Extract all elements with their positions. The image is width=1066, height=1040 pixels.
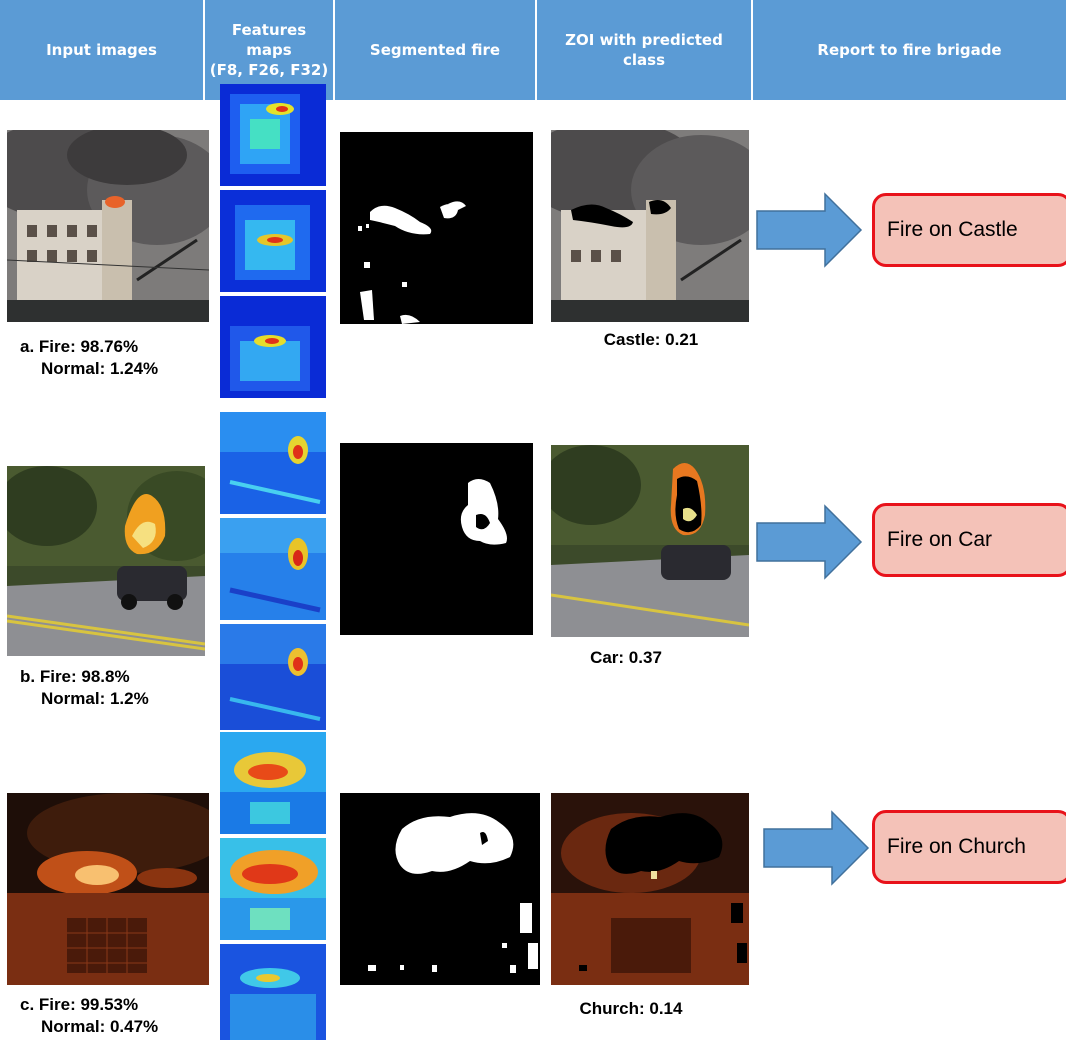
table-header: Input images Features maps (F8, F26, F32… (0, 0, 1066, 100)
feature-map-f26 (220, 518, 326, 620)
arrow-right-icon (756, 192, 863, 268)
input-image-church (7, 793, 209, 985)
segmented-fire-mask (340, 443, 533, 635)
feature-map-f32 (220, 944, 326, 1040)
report-text: Fire on Castle (887, 218, 1018, 241)
header-report-to-fire-brigade: Report to fire brigade (753, 0, 1066, 100)
arrow-right-icon (756, 504, 863, 580)
header-zoi-predicted-class: ZOI with predicted class (537, 0, 751, 100)
report-box: Fire on Car (872, 503, 1066, 577)
feature-map-f32 (220, 624, 326, 730)
report-box: Fire on Castle (872, 193, 1066, 267)
fire-probability: b. Fire: 98.8% (20, 667, 130, 686)
fire-probability: a. Fire: 98.76% (20, 337, 139, 356)
normal-probability: Normal: 0.47% (41, 1017, 159, 1036)
arrow-right-icon (763, 810, 870, 886)
input-image-car (7, 466, 205, 656)
header-input-images: Input images (0, 0, 203, 100)
classification-label: a. Fire: 98.76% Normal: 1.24% (20, 336, 158, 380)
zoi-class-score: Church: 0.14 (579, 999, 683, 1018)
feature-map-f26 (220, 838, 326, 940)
normal-probability: Normal: 1.24% (41, 359, 159, 378)
segmented-fire-mask (340, 793, 540, 985)
report-box: Fire on Church (872, 810, 1066, 884)
fire-probability: c. Fire: 99.53% (20, 995, 139, 1014)
zoi-image-church (551, 793, 749, 985)
zoi-class-score: Car: 0.37 (590, 648, 662, 667)
report-text: Fire on Car (887, 528, 993, 551)
header-feature-maps: Features maps (F8, F26, F32) (205, 0, 333, 100)
feature-map-f8 (220, 732, 326, 834)
feature-map-f26 (220, 190, 326, 292)
classification-label: c. Fire: 99.53% Normal: 0.47% (20, 994, 158, 1038)
feature-map-f32 (220, 296, 326, 398)
segmented-fire-mask (340, 132, 533, 324)
classification-label: b. Fire: 98.8% Normal: 1.2% (20, 666, 149, 710)
normal-probability: Normal: 1.2% (41, 689, 149, 708)
zoi-image-car (551, 445, 749, 637)
zoi-class-score: Castle: 0.21 (603, 330, 699, 349)
feature-map-f8 (220, 84, 326, 186)
report-text: Fire on Church (887, 835, 1026, 858)
header-segmented-fire: Segmented fire (335, 0, 535, 100)
zoi-image-castle (551, 130, 749, 322)
input-image-castle (7, 130, 209, 322)
feature-map-f8 (220, 412, 326, 514)
